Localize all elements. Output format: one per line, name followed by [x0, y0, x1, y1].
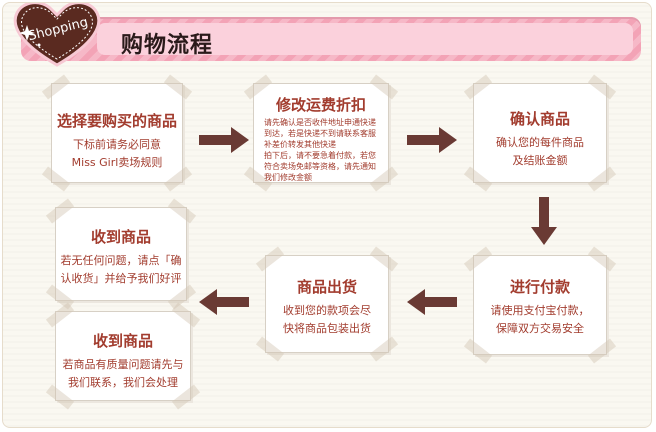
step-title: 收到商品	[92, 332, 153, 350]
step-title: 商品出货	[296, 278, 357, 296]
step-receive-product-ok: 收到商品 若无任何问题，请点「确 认收货」并给予我们好评	[45, 198, 197, 310]
step-title: 确认商品	[509, 110, 570, 128]
right-arrow-icon	[199, 127, 249, 153]
step-title: 进行付款	[509, 278, 570, 296]
down-arrow-icon	[531, 197, 557, 245]
shopping-process-panel: Shopping 购物流程 选择要购买的商品 下标前请务必同意 Miss Gir…	[2, 2, 652, 428]
step-select-product: 选择要购买的商品 下标前请务必同意 Miss Girl卖场规则	[41, 74, 193, 192]
left-arrow-icon	[407, 289, 457, 315]
step-receive-product-issue: 收到商品 若商品有质量问题请先与 我们联系，我们会处理	[45, 302, 201, 410]
right-arrow-icon	[407, 127, 457, 153]
step-shipping: 商品出货 收到您的款项会尽 快将商品包装出货	[255, 246, 399, 362]
header-inner-strip	[97, 23, 633, 55]
left-arrow-icon	[199, 289, 249, 315]
step-description: 确认您的每件商品 及结账金额	[496, 136, 584, 167]
step-description: 收到您的款项会尽 快将商品包装出货	[283, 304, 371, 335]
step-confirm-product: 确认商品 确认您的每件商品 及结账金额	[463, 74, 617, 192]
step-description: 请使用支付宝付款， 保障双方交易安全	[490, 304, 590, 335]
step-description: 若无任何问题，请点「确 认收货」并给予我们好评	[60, 254, 182, 285]
step-title: 选择要购买的商品	[56, 112, 177, 130]
header-banner	[21, 17, 641, 61]
step-description: 请先确认是否收件地址申通快递到达，若是快递不到请联系客服补差价转发其他快递 拍下…	[264, 118, 376, 182]
shopping-heart-badge: Shopping	[13, 3, 101, 67]
step-description: 若商品有质量问题请先与 我们联系，我们会处理	[62, 358, 184, 389]
step-modify-shipping: 修改运费折扣 请先确认是否收件地址申通快递到达，若是快递不到请联系客服补差价转发…	[243, 74, 399, 192]
sparkle-icon	[19, 25, 41, 47]
step-title: 修改运费折扣	[275, 96, 366, 114]
step-description: 下标前请务必同意 Miss Girl卖场规则	[71, 138, 163, 169]
step-payment: 进行付款 请使用支付宝付款， 保障双方交易安全	[463, 246, 617, 364]
step-title: 收到商品	[90, 228, 151, 246]
page-title: 购物流程	[121, 33, 214, 58]
